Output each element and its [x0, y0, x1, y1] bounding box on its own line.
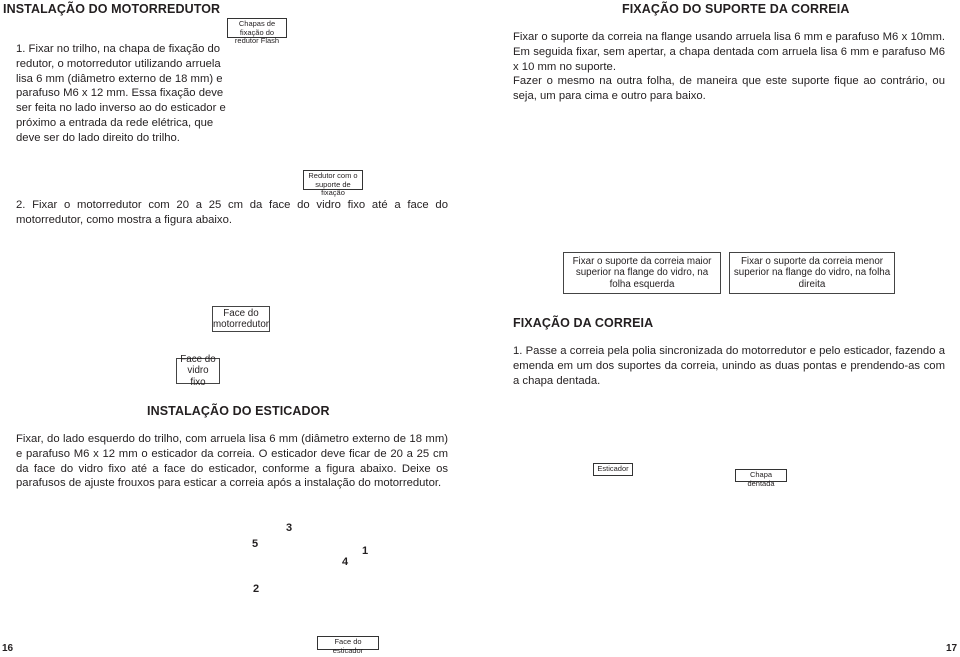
motor-step2-text: 2. Fixar o motorredutor com 20 a 25 cm d… — [16, 199, 448, 226]
support-section-title: FIXAÇÃO DO SUPORTE DA CORREIA — [622, 2, 850, 16]
tensioner-section-title: INSTALAÇÃO DO ESTICADOR — [147, 404, 330, 418]
label-face-motorredutor: Face do motorredutor — [212, 306, 270, 332]
page-number-right: 17 — [946, 643, 958, 654]
motor-step1-text: 1. Fixar no trilho, na chapa de fixação … — [16, 43, 226, 144]
tensioner-number-5: 5 — [252, 538, 259, 550]
page-number-left: 16 — [2, 643, 14, 654]
tensioner-number-1: 1 — [362, 545, 369, 557]
label-suporte-menor: Fixar o suporte da correia menor superio… — [729, 252, 895, 294]
tensioner-number-3: 3 — [286, 522, 293, 534]
belt-text: 1. Passe a correia pela polia sincroniza… — [513, 345, 945, 387]
label-suporte-maior: Fixar o suporte da correia maior superio… — [563, 252, 721, 294]
tensioner-number-2: 2 — [253, 583, 260, 595]
belt-section-title: FIXAÇÃO DA CORREIA — [513, 316, 654, 330]
motor-section-title: INSTALAÇÃO DO MOTORREDUTOR — [3, 2, 221, 16]
callout-redutor-suporte: Redutor com o suporte de fixação — [303, 170, 363, 197]
label-face-esticador: Face do esticador — [317, 636, 379, 654]
tensioner-number-4: 4 — [342, 556, 349, 568]
support-para1: Fixar o suporte da correia na flange usa… — [513, 31, 945, 73]
callout-chapas-fixacao: Chapas de fixação do redutor Flash — [227, 18, 287, 45]
label-chapa-dentada: Chapa dentada — [735, 469, 787, 487]
label-esticador: Esticador — [593, 463, 633, 476]
support-para2: Fazer o mesmo na outra folha, de maneira… — [513, 75, 945, 102]
label-face-vidro-fixo: Face do vidro fixo — [176, 354, 220, 388]
tensioner-text: Fixar, do lado esquerdo do trilho, com a… — [16, 433, 448, 490]
